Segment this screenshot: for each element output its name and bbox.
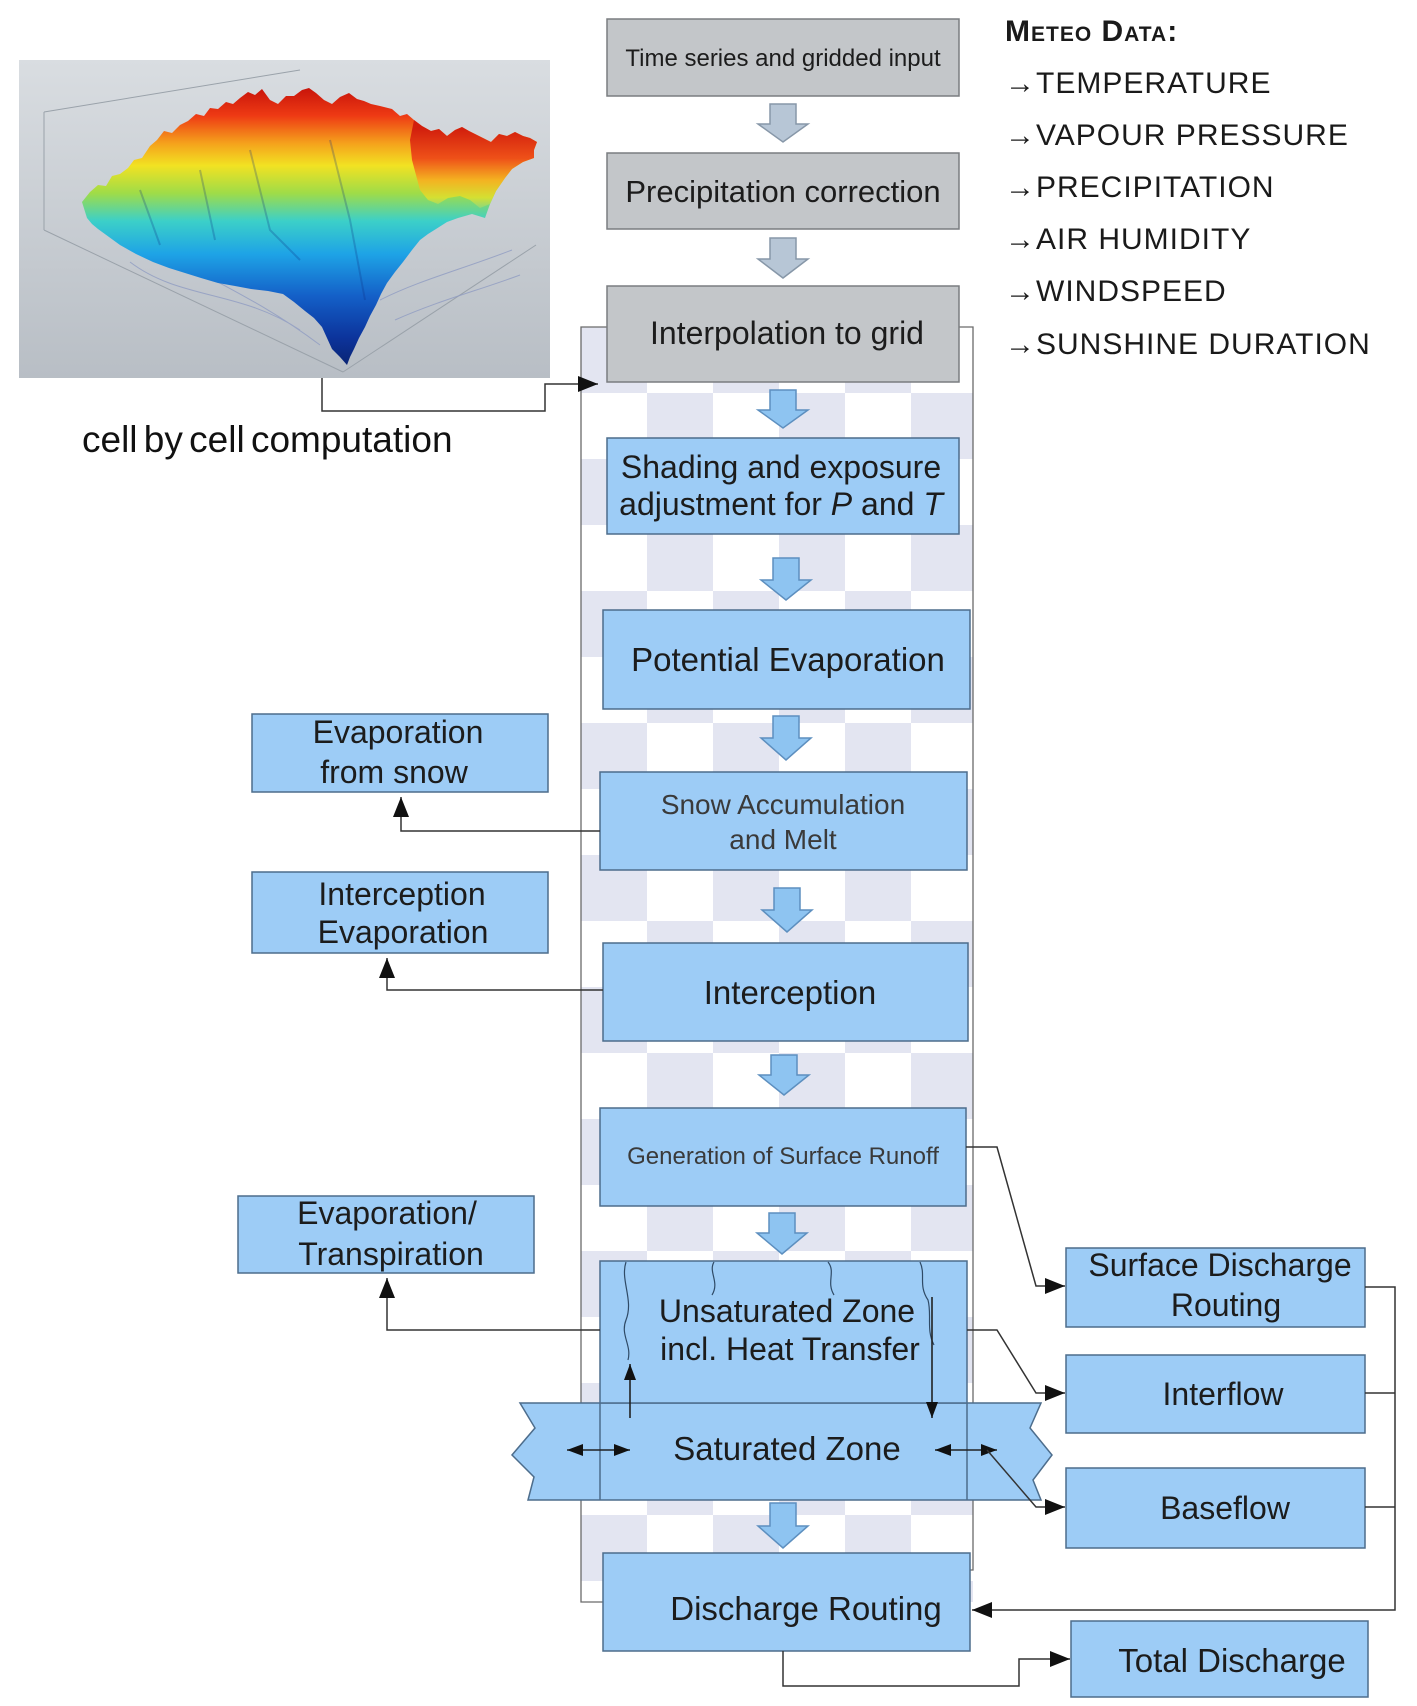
interception-to-evaporation-connector xyxy=(379,958,603,991)
time-series-box xyxy=(606,18,960,97)
interflow-label: Interflow xyxy=(1163,1376,1285,1412)
surface-discharge-label-line2: Routing xyxy=(1171,1287,1281,1323)
surface-runoff-box xyxy=(599,1107,967,1207)
unsaturated-to-evapotranspiration-connector xyxy=(379,1278,600,1331)
flow-arrow-1 xyxy=(755,103,811,143)
flow-arrow-6 xyxy=(760,887,814,933)
terrain-axis-lines xyxy=(43,69,537,373)
flow-arrow-4 xyxy=(758,557,814,601)
interception-box xyxy=(602,942,969,1042)
meteo-data-list: Meteo Data: →TEMPERATURE →VAPOUR PRESSUR… xyxy=(1005,15,1371,361)
flow-arrow-5 xyxy=(759,715,813,761)
surface-runoff-label: Generation of Surface Runoff xyxy=(627,1143,939,1170)
total-discharge-label: Total Discharge xyxy=(1118,1642,1345,1679)
interception-label: Interception xyxy=(704,974,876,1011)
cell-column-right-border xyxy=(959,326,974,1571)
baseflow-label: Baseflow xyxy=(1160,1490,1291,1526)
terrain-to-interpolation-connector xyxy=(321,376,598,412)
meteo-item-temperature: →TEMPERATURE xyxy=(1005,67,1271,100)
surface-discharge-label-line1: Surface Discharge xyxy=(1088,1247,1351,1283)
interception-evaporation-label-line2: Evaporation xyxy=(318,914,489,950)
unsaturated-to-interflow-connector xyxy=(967,1329,1065,1401)
discharge-routing-label: Discharge Routing xyxy=(670,1590,941,1627)
terrain-shading xyxy=(139,139,366,301)
components-to-discharge-routing-connector xyxy=(972,1286,1396,1618)
evapotranspiration-label-line2: Transpiration xyxy=(298,1236,484,1272)
interpolation-label: Interpolation to grid xyxy=(650,315,924,351)
runoff-to-surface-discharge-connector xyxy=(966,1146,1065,1294)
flow-arrow-8 xyxy=(754,1212,810,1255)
precipitation-correction-box xyxy=(606,152,960,230)
meteo-data-title: Meteo Data: xyxy=(1005,15,1178,48)
shading-label-conj: and xyxy=(852,486,923,522)
snow-to-evaporation-connector xyxy=(393,797,600,832)
discharge-to-total-connector xyxy=(782,1651,1070,1687)
saturated-zone-ribbon xyxy=(510,1402,1053,1501)
meteo-item-windspeed: →WINDSPEED xyxy=(1005,275,1227,308)
snow-label-line1: Snow Accumulation xyxy=(661,789,905,820)
shading-label-var-p: P xyxy=(831,486,853,522)
interflow-box xyxy=(1065,1354,1366,1434)
snow-label-line2: and Melt xyxy=(729,824,837,855)
unsaturated-label-line2: incl. Heat Transfer xyxy=(660,1331,920,1367)
evapotranspiration-box xyxy=(237,1195,535,1274)
total-discharge-box xyxy=(1070,1620,1369,1698)
terrain-caption: cell by cell computation xyxy=(82,419,453,460)
shading-label-prefix: adjustment for xyxy=(619,486,831,522)
saturated-zone-label: Saturated Zone xyxy=(673,1430,901,1467)
flow-arrow-3 xyxy=(755,389,811,429)
meteo-item-vapour-pressure: →VAPOUR PRESSURE xyxy=(1005,119,1349,152)
shading-exposure-box xyxy=(606,437,960,535)
flow-arrow-9 xyxy=(756,1502,810,1549)
terrain-contour-lines xyxy=(129,249,521,346)
evapotranspiration-label-line1: Evaporation/ xyxy=(297,1195,477,1231)
terrain-ridge-high xyxy=(410,120,537,208)
evaporation-snow-label-line2: from snow xyxy=(320,754,468,790)
potential-evaporation-box xyxy=(602,609,971,710)
shading-label-var-t: T xyxy=(923,486,945,522)
potential-evaporation-label: Potential Evaporation xyxy=(631,641,945,678)
precipitation-correction-label: Precipitation correction xyxy=(625,174,940,209)
meteo-item-sunshine-duration: →SUNSHINE DURATION xyxy=(1005,328,1371,361)
meteo-item-air-humidity: →AIR HUMIDITY xyxy=(1005,223,1251,256)
unsaturated-zone-infiltration-lines xyxy=(623,1261,935,1361)
snow-accumulation-box xyxy=(599,771,968,871)
discharge-routing-box xyxy=(602,1552,971,1652)
meteo-item-precipitation: →PRECIPITATION xyxy=(1005,171,1275,204)
unsaturated-zone-box xyxy=(599,1260,968,1404)
evaporation-snow-label-line1: Evaporation xyxy=(313,714,484,750)
baseflow-box xyxy=(1065,1467,1366,1549)
unsaturated-label-line1: Unsaturated Zone xyxy=(659,1293,915,1329)
flow-arrow-7 xyxy=(756,1054,812,1096)
interception-evaporation-label-line1: Interception xyxy=(318,876,485,912)
cell-column-left-border xyxy=(580,326,607,1603)
shading-label-line2: adjustment for P and T xyxy=(619,486,945,522)
interception-evaporation-box xyxy=(251,871,549,954)
shading-label-line1: Shading and exposure xyxy=(621,449,941,485)
terrain-3d-plot xyxy=(19,60,550,378)
time-series-label: Time series and gridded input xyxy=(625,45,941,72)
interpolation-box xyxy=(606,285,960,383)
evaporation-snow-box xyxy=(251,713,549,793)
flow-arrow-2 xyxy=(755,237,811,279)
saturated-to-baseflow-connector xyxy=(986,1449,1065,1515)
